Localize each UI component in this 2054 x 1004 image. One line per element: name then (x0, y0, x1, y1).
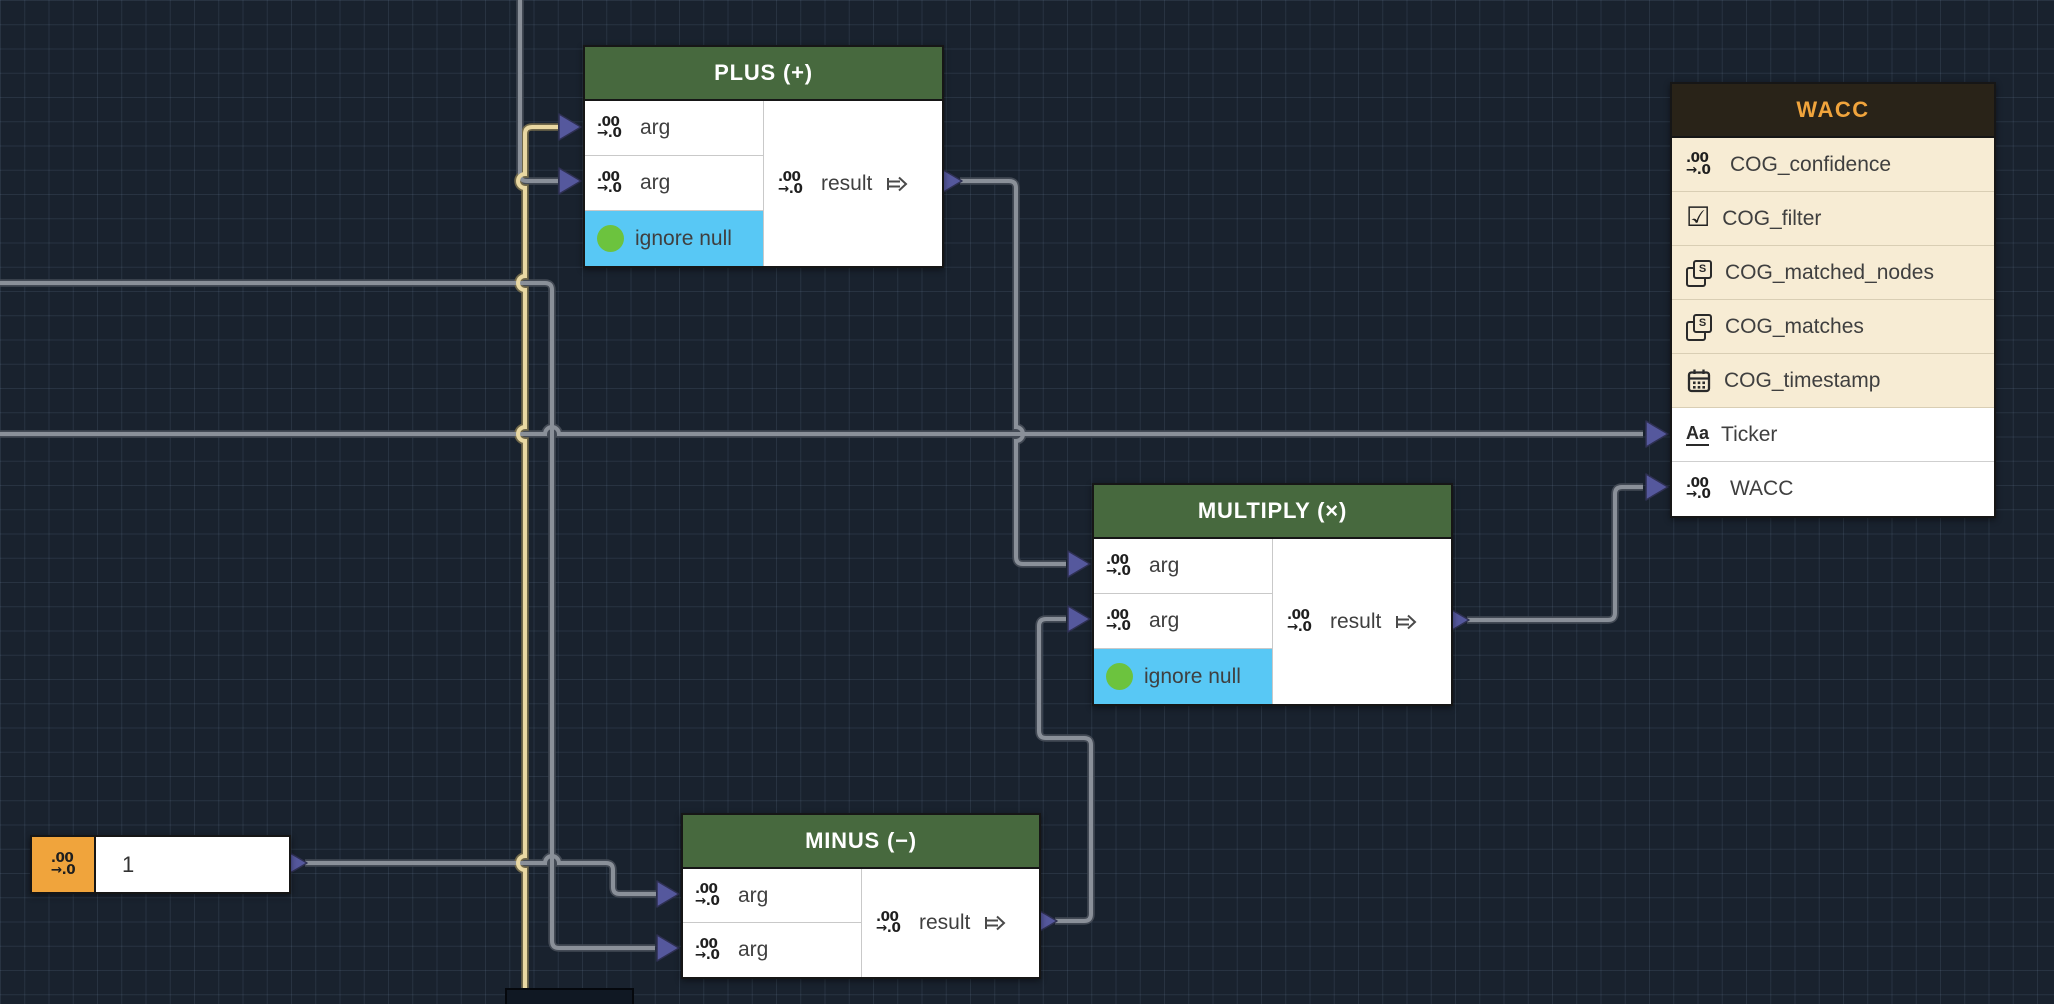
number-icon: .00→.0 (597, 113, 622, 141)
minus-arg1-port[interactable]: .00→.0 arg (683, 869, 861, 923)
checkbox-icon: ☑ (1686, 202, 1711, 233)
plus-arg2-label: arg (640, 171, 671, 194)
toggle-on-dot-icon (597, 225, 624, 252)
input-arrowhead-wacc-ticker[interactable] (1645, 420, 1669, 448)
minus-arg1-label: arg (738, 883, 769, 907)
number-icon: .00→.0 (1106, 551, 1131, 579)
wacc-row-cog-timestamp[interactable]: COG_timestamp (1672, 354, 1994, 408)
node-minus-title: MINUS (−) (805, 828, 917, 853)
wacc-row-ticker[interactable]: Aa Ticker (1672, 408, 1994, 462)
number-icon: .00→.0 (597, 168, 622, 196)
minus-result-label: result (919, 911, 971, 934)
number-icon: .00→.0 (1686, 150, 1711, 178)
node-plus-title: PLUS (+) (714, 60, 813, 85)
node-wacc[interactable]: WACC .00→.0 COG_confidence ☑ COG_filter … (1670, 82, 1996, 518)
plus-arg1-port[interactable]: .00→.0 arg (585, 101, 763, 156)
wacc-row-wacc[interactable]: .00→.0 WACC (1672, 462, 1994, 516)
minus-arg2-label: arg (738, 938, 769, 961)
number-icon: .00→.0 (695, 881, 720, 909)
maplet-arrow-icon (887, 176, 908, 191)
node-plus[interactable]: PLUS (+) .00→.0 arg .00→.0 arg (583, 45, 944, 268)
input-arrowhead-plus-arg2[interactable] (558, 167, 582, 195)
wire-left-to-wacc-ticker[interactable] (0, 425, 1643, 436)
number-icon: .00→.0 (1106, 606, 1131, 634)
wacc-row-cog-matches[interactable]: S COG_matches (1672, 300, 1994, 354)
input-arrowhead-minus-arg1[interactable] (656, 880, 680, 908)
number-icon: .00→.0 (778, 169, 803, 197)
plus-result-port[interactable]: .00→.0 result (764, 101, 942, 266)
node-minus-header[interactable]: MINUS (−) (683, 815, 1039, 869)
plus-ignore-null-label: ignore null (635, 226, 732, 250)
node-plus-header[interactable]: PLUS (+) (585, 47, 942, 101)
toggle-on-dot-icon (1106, 663, 1133, 690)
partially-visible-bottom-node[interactable] (505, 988, 634, 1004)
node-multiply-title: MULTIPLY (×) (1197, 498, 1348, 523)
node-constant-number[interactable]: .00→.0 1 (30, 835, 291, 894)
string-list-icon: S (1686, 313, 1713, 341)
maplet-arrow-icon (985, 915, 1006, 931)
multiply-arg2-port[interactable]: .00→.0 arg (1094, 594, 1272, 649)
multiply-ignore-null-toggle[interactable]: ignore null (1094, 649, 1272, 704)
wire-plus-result-to-multiply-arg1[interactable] (960, 179, 1066, 566)
maplet-arrow-icon (1396, 614, 1417, 629)
number-icon: .00→.0 (1686, 474, 1711, 502)
multiply-arg2-label: arg (1149, 609, 1180, 632)
minus-result-port[interactable]: .00→.0 result (862, 869, 1039, 977)
number-icon: .00→.0 (1287, 607, 1312, 635)
multiply-result-label: result (1330, 609, 1382, 633)
input-arrowhead-plus-arg1[interactable] (558, 113, 582, 141)
number-icon: .00→.0 (50, 850, 76, 878)
wire-left-to-minus-arg2[interactable] (0, 281, 655, 950)
input-arrowhead-minus-arg2[interactable] (656, 934, 680, 962)
constant-value-input[interactable]: 1 (96, 837, 289, 892)
multiply-ignore-null-label: ignore null (1144, 664, 1241, 688)
input-arrowhead-wacc-wacc[interactable] (1645, 473, 1669, 501)
string-list-icon: S (1686, 259, 1713, 287)
multiply-result-port[interactable]: .00→.0 result (1273, 539, 1451, 704)
number-icon: .00→.0 (876, 908, 901, 936)
node-minus[interactable]: MINUS (−) .00→.0 arg .00→.0 arg (681, 813, 1041, 979)
wacc-row-cog-confidence[interactable]: .00→.0 COG_confidence (1672, 138, 1994, 192)
wacc-row-cog-matched-nodes[interactable]: S COG_matched_nodes (1672, 246, 1994, 300)
input-arrowhead-multiply-arg2[interactable] (1067, 605, 1091, 633)
wire-constant-to-minus-arg1[interactable] (305, 854, 656, 896)
node-wacc-header[interactable]: WACC (1672, 84, 1994, 138)
plus-ignore-null-toggle[interactable]: ignore null (585, 211, 763, 266)
plus-arg2-port[interactable]: .00→.0 arg (585, 156, 763, 211)
multiply-arg1-port[interactable]: .00→.0 arg (1094, 539, 1272, 594)
plus-arg1-label: arg (640, 116, 671, 139)
constant-type-cell[interactable]: .00→.0 (32, 837, 96, 892)
wacc-row-cog-filter[interactable]: ☑ COG_filter (1672, 192, 1994, 246)
wire-bottom-node-to-plus-arg1[interactable] (516, 125, 558, 992)
minus-arg2-port[interactable]: .00→.0 arg (683, 923, 861, 977)
input-arrowhead-multiply-arg1[interactable] (1067, 550, 1091, 578)
number-icon: .00→.0 (695, 935, 720, 963)
text-icon: Aa (1686, 424, 1710, 446)
node-wacc-title: WACC (1796, 97, 1870, 122)
plus-result-label: result (821, 171, 873, 195)
node-multiply-header[interactable]: MULTIPLY (×) (1094, 485, 1451, 539)
node-multiply[interactable]: MULTIPLY (×) .00→.0 arg .00→.0 arg (1092, 483, 1453, 706)
calendar-icon (1687, 369, 1711, 392)
wire-minus-result-to-multiply-arg2[interactable] (1037, 617, 1093, 923)
wire-multiply-result-to-wacc[interactable] (1467, 485, 1643, 622)
multiply-arg1-label: arg (1149, 554, 1180, 577)
